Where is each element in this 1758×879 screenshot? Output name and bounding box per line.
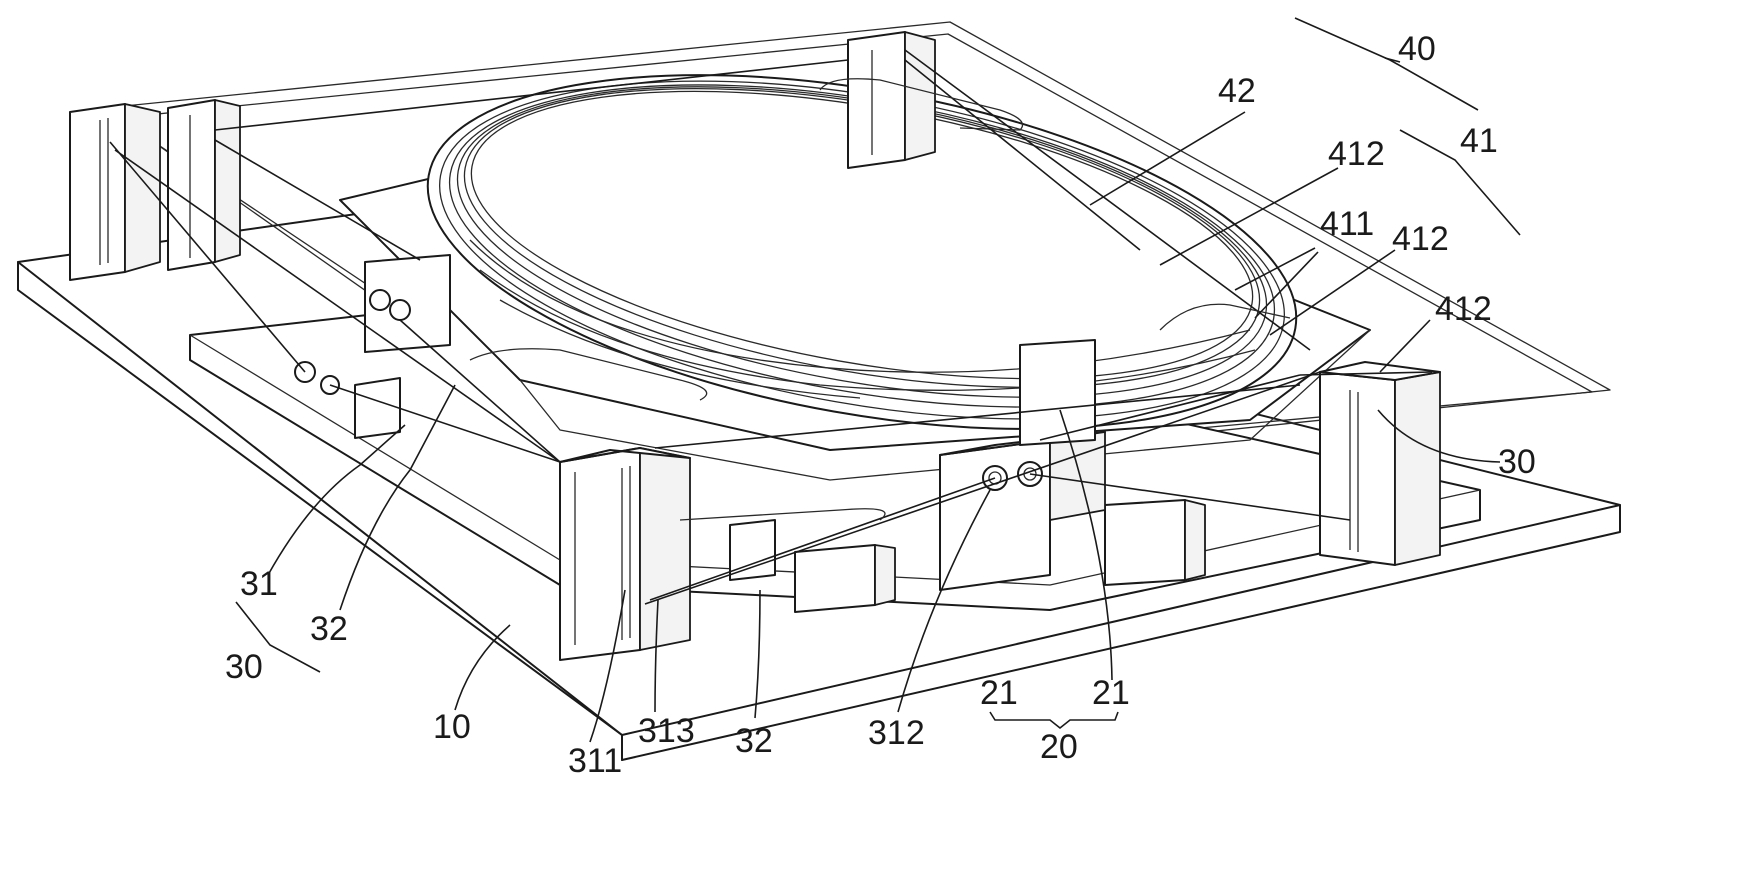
corner-post-left [69, 103, 161, 281]
label-40: 40 [1398, 30, 1436, 68]
label-21-left: 21 [980, 674, 1018, 712]
label-30-right: 30 [1498, 443, 1536, 481]
wires [109, 49, 1433, 605]
drive-unit [939, 339, 1106, 591]
label-41: 41 [1460, 122, 1498, 160]
corner-post-back-left [167, 99, 241, 271]
label-20: 20 [1040, 728, 1078, 766]
label-412-top: 412 [1328, 135, 1385, 173]
label-412-lower: 412 [1435, 290, 1492, 328]
corner-post-right [1319, 361, 1441, 566]
label-32-left: 32 [310, 610, 348, 648]
label-31: 31 [240, 565, 278, 603]
label-311: 311 [568, 742, 622, 780]
label-32-bottom: 32 [735, 722, 773, 760]
corner-post-back-right [847, 31, 936, 169]
reference-labels: 40 42 41 412 411 412 412 30 31 32 30 10 … [225, 30, 1536, 780]
label-21-right: 21 [1092, 674, 1130, 712]
label-412-mid: 412 [1392, 220, 1449, 258]
label-312: 312 [868, 714, 925, 752]
blocks [354, 377, 1206, 613]
label-42: 42 [1218, 72, 1256, 110]
label-313: 313 [638, 712, 695, 750]
leader-lines [235, 17, 1521, 743]
label-30-left: 30 [225, 648, 263, 686]
corner-post-front-left [559, 447, 691, 661]
label-411: 411 [1320, 205, 1374, 243]
label-10: 10 [433, 708, 471, 746]
